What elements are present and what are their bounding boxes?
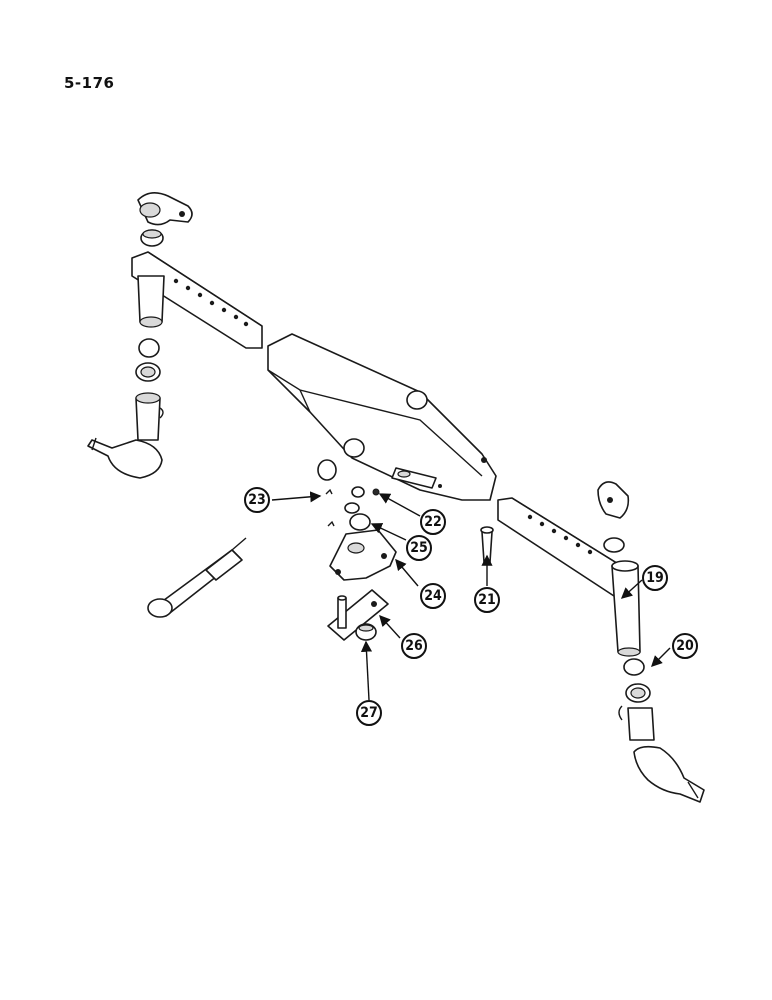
right-lower-bushing [623,658,645,676]
callout-24-label: 24 [424,588,442,604]
pivot-pin-bushing-25 [349,513,371,531]
right-upper-bushing [603,537,625,553]
callout-27: 27 [356,700,382,726]
pivot-plate [327,589,389,641]
callout-25: 25 [406,535,432,561]
axle-center-beam [267,333,497,501]
callout-24: 24 [420,583,446,609]
left-extension-holes [173,278,249,327]
right-spindle [633,745,705,803]
left-spindle-kingpin [135,392,164,441]
left-kingpin-tube [137,275,165,328]
callout-26: 26 [401,633,427,659]
callout-25-label: 25 [410,540,428,556]
callout-20: 20 [672,633,698,659]
callout-27-label: 27 [360,705,378,721]
right-thrust-washer [625,683,651,703]
right-extension-holes [527,514,593,555]
right-steering-arm [597,481,630,519]
callout-23: 23 [244,487,270,513]
left-spindle [87,437,163,479]
left-steering-arm [137,192,193,226]
tie-rod [147,537,247,618]
right-spindle-kingpin [618,705,655,741]
callout-20-label: 20 [676,638,694,654]
small-washers-23 [325,486,365,527]
callout-22: 22 [420,509,446,535]
callout-21-label: 21 [478,592,496,608]
page-number: 5-176 [64,74,115,92]
callout-23-label: 23 [248,492,266,508]
left-thrust-washer [135,362,161,382]
left-lower-bushing [138,338,160,358]
small-bolt-22 [372,488,380,496]
callout-22-label: 22 [424,514,442,530]
left-upper-bushing [140,229,164,247]
callout-19: 19 [642,565,668,591]
callout-19-label: 19 [646,570,664,586]
pivot-bracket [329,529,397,581]
callout-21: 21 [474,587,500,613]
callout-26-label: 26 [405,638,423,654]
pivot-bushing-27 [355,623,377,641]
